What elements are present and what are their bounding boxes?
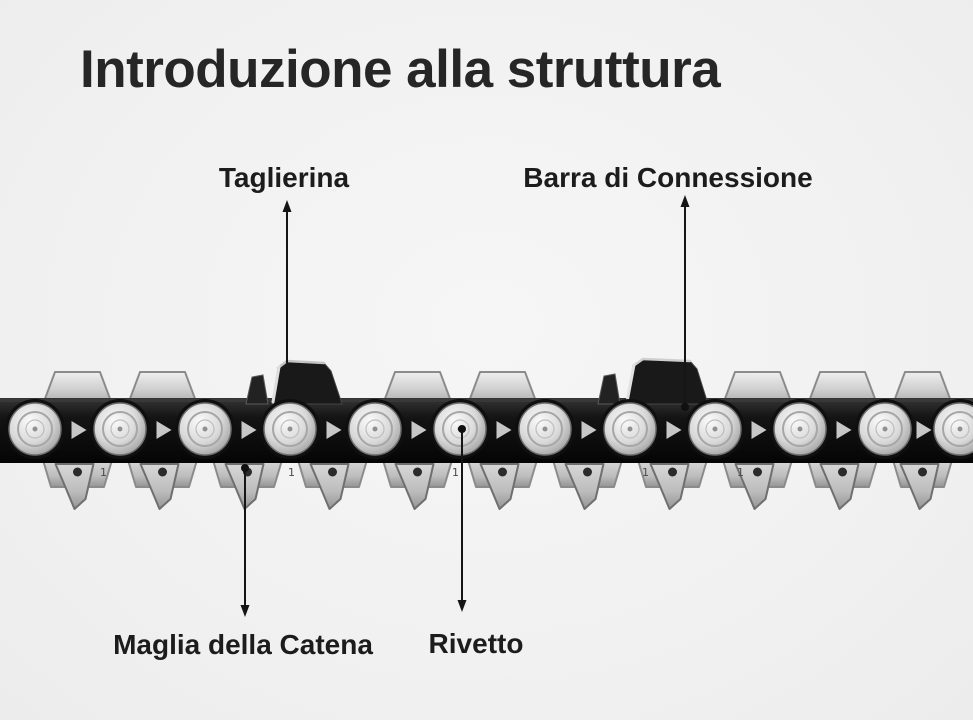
chain-dark-band-sheen [0,399,973,402]
label-rivet: Rivetto [428,628,524,659]
label-connection-bar: Barra di Connessione [523,162,813,193]
svg-text:1: 1 [100,466,107,479]
svg-text:1: 1 [737,466,744,479]
page-title: Introduzione alla struttura [80,40,721,99]
label-cutter: Taglierina [218,162,350,193]
cutter-right [597,357,709,405]
svg-text:1: 1 [288,466,295,479]
label-chain-link: Maglia della Catena [113,629,373,660]
chain-rivets [5,399,973,459]
chain-marks: 1 1 1 1 1 [71,421,932,479]
cutter-left [245,359,343,405]
svg-text:1: 1 [452,466,459,479]
pointer-cutter [282,200,292,363]
svg-text:1: 1 [642,466,649,479]
chainsaw-chain-illustration: 1 1 1 1 1 [0,357,973,510]
